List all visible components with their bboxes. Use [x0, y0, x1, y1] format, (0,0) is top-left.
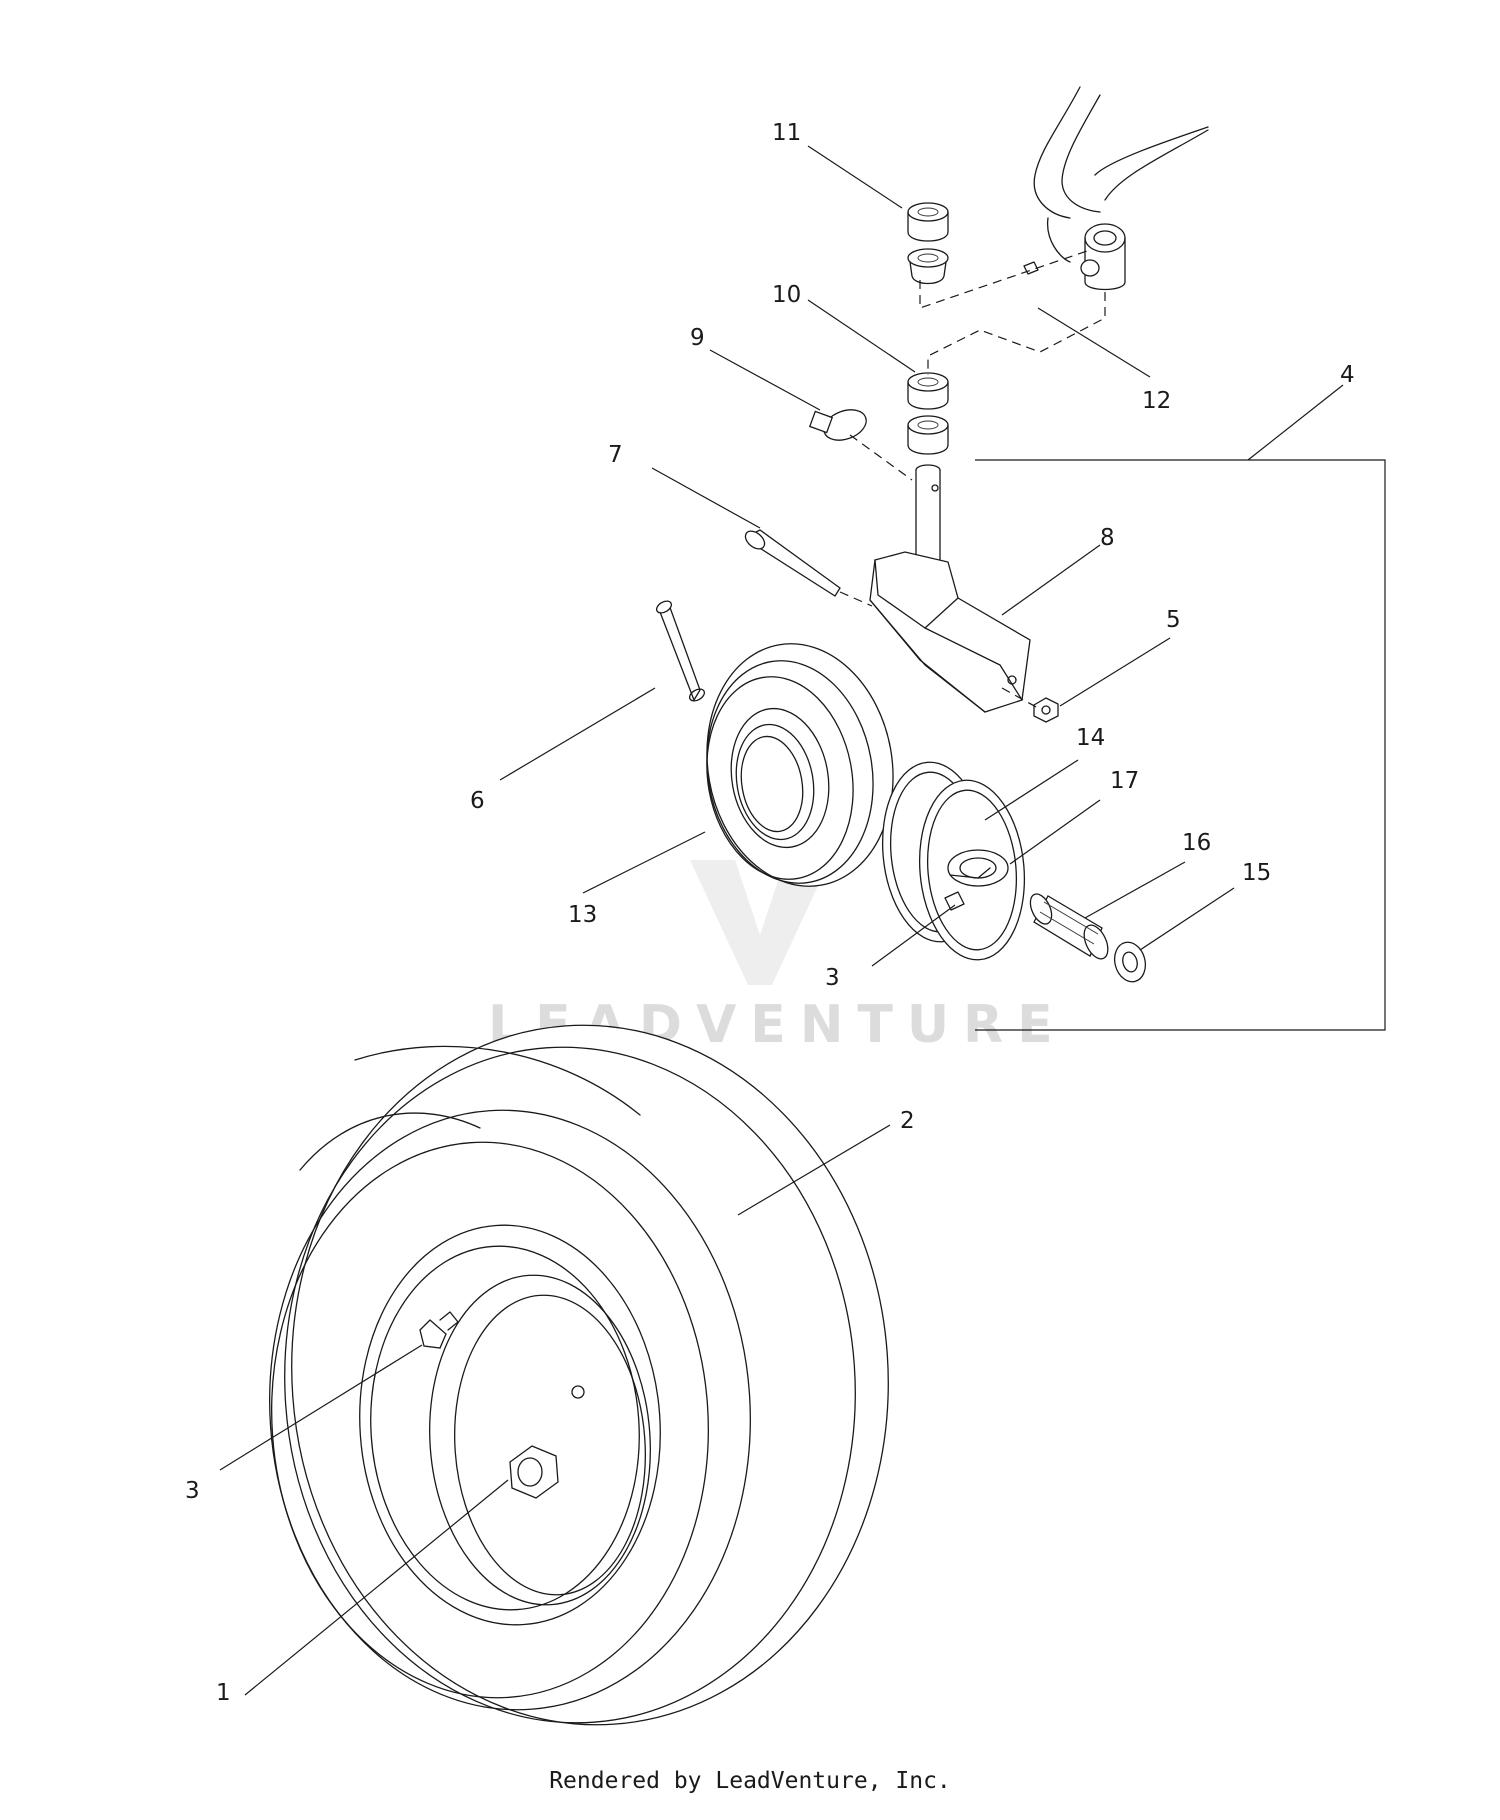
alignment-lines [839, 249, 1106, 709]
callout-4: 4 [1340, 362, 1355, 388]
part-13-caster-tire [706, 643, 894, 887]
callout-3-upper: 3 [825, 965, 840, 991]
watermark-logo-icon [690, 860, 830, 985]
callout-13: 13 [568, 902, 597, 928]
callout-3-lower: 3 [185, 1478, 200, 1504]
part-8-caster-yoke [869, 464, 1031, 713]
part-17-grease-fitting [944, 891, 965, 911]
part-9-lynch-pin [808, 409, 867, 441]
part-15-washer [1113, 941, 1147, 983]
part-6-axle-pin [655, 600, 706, 702]
callout-17: 17 [1110, 768, 1139, 794]
callout-11: 11 [772, 120, 801, 146]
assembly-4-bracket [975, 459, 1386, 1031]
callout-10: 10 [772, 282, 801, 308]
part-1-lug-nut [509, 1445, 559, 1499]
part-10-bushing [907, 372, 949, 455]
render-credit: Rendered by LeadVenture, Inc. [549, 1768, 951, 1794]
callout-7: 7 [608, 442, 623, 468]
callout-14: 14 [1076, 725, 1105, 751]
part-14-caster-rim [881, 761, 1026, 961]
part-7-bolt [744, 529, 841, 597]
callout-16: 16 [1182, 830, 1211, 856]
callout-8: 8 [1100, 525, 1115, 551]
mower-frame [1033, 86, 1209, 291]
part-16-roller-bearing [1029, 893, 1109, 960]
part-11-bushing [907, 202, 949, 285]
callout-15: 15 [1242, 860, 1271, 886]
callout-12: 12 [1142, 388, 1171, 414]
callout-1: 1 [216, 1680, 231, 1706]
callout-5: 5 [1166, 607, 1181, 633]
leader-lines [219, 145, 1344, 1696]
callout-9: 9 [690, 325, 705, 351]
callout-2: 2 [900, 1108, 915, 1134]
part-3-grease-fitting-lower [419, 1311, 459, 1349]
callout-numbers: 11 10 9 12 4 7 8 5 14 17 6 16 15 13 3 2 … [185, 120, 1355, 1706]
callout-6: 6 [470, 788, 485, 814]
part-5-hex-nut [1033, 697, 1059, 723]
